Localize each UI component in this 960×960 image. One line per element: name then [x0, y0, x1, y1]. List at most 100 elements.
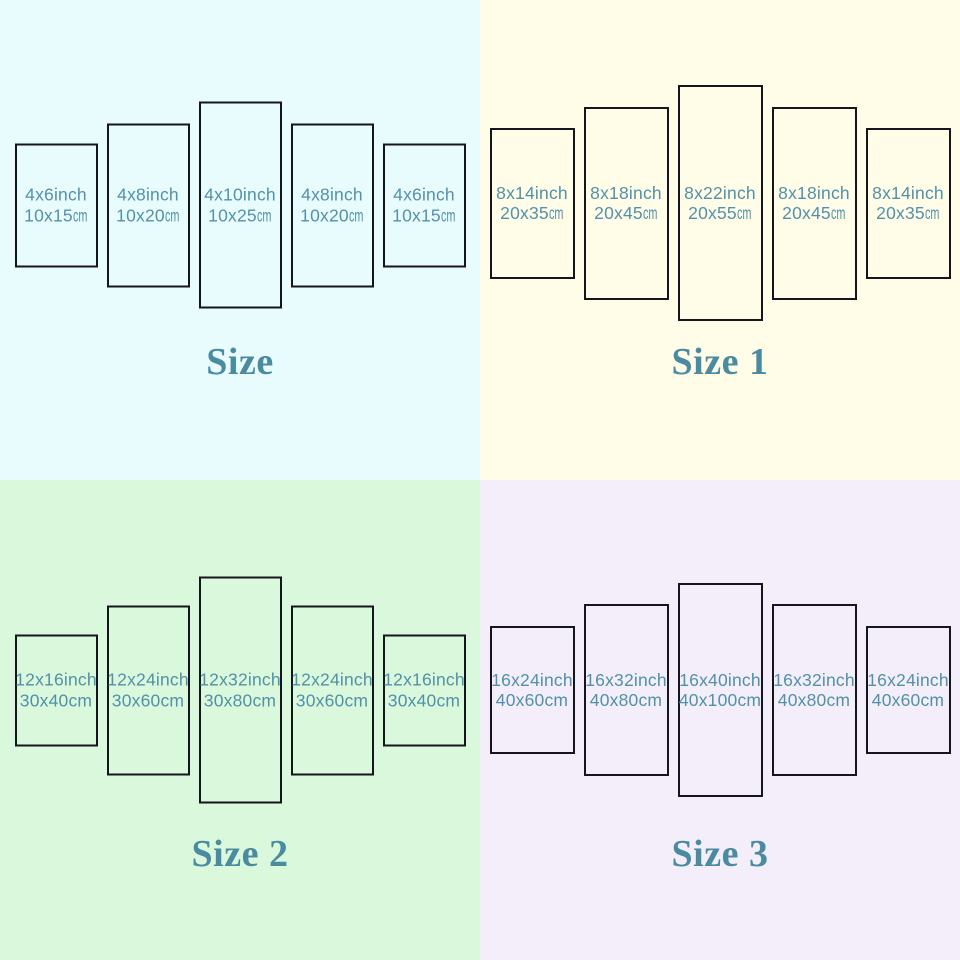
panel-size-cm: 30x80cm: [203, 690, 277, 710]
panel-size-cm: 40x60cm: [495, 690, 569, 710]
panel-size-inch: 4x10inch: [204, 184, 276, 205]
panel-size-inch: 16x24inch: [491, 669, 573, 690]
panel-size-inch: 16x40inch: [679, 669, 761, 690]
panel-size-cm: 10x25cm: [208, 205, 272, 225]
cm-unit: cm: [924, 203, 940, 223]
cm-unit: cm: [642, 203, 658, 223]
panel-size-inch: 16x24inch: [867, 669, 949, 690]
panel-size-inch: 8x18inch: [590, 182, 662, 203]
panel-size-inch: 4x8inch: [117, 184, 179, 205]
panel-size-cm: 30x60cm: [295, 690, 369, 710]
panel-size-inch: 12x16inch: [15, 669, 97, 690]
panel-size-cm: 30x60cm: [111, 690, 185, 710]
panel-size-inch: 8x22inch: [684, 182, 756, 203]
cm-unit: cm: [348, 205, 364, 225]
cm-unit: cm: [164, 205, 180, 225]
panel-size-cm: 40x80cm: [777, 690, 851, 710]
panel-size-inch: 4x8inch: [301, 184, 363, 205]
panel-size-inch: 8x18inch: [778, 182, 850, 203]
cm-unit: cm: [548, 203, 564, 223]
cm-unit: cm: [440, 205, 456, 225]
panel-size-cm: 40x100cm: [678, 690, 762, 710]
panel-size-cm: 20x45cm: [782, 203, 846, 223]
cm-unit: cm: [256, 205, 272, 225]
panel-size-cm: 10x20cm: [116, 205, 180, 225]
panel-size-inch: 16x32inch: [773, 669, 855, 690]
panel-size-cm: 30x40cm: [387, 690, 461, 710]
quadrant-title: Size 2: [191, 833, 289, 875]
panel-size-inch: 12x16inch: [383, 669, 465, 690]
panel-size-inch: 16x32inch: [585, 669, 667, 690]
panel-size-inch: 12x32inch: [199, 669, 281, 690]
quadrant-title: Size 1: [671, 341, 769, 383]
panel-size-cm: 20x45cm: [594, 203, 658, 223]
panel-size-inch: 8x14inch: [496, 182, 568, 203]
panel-size-cm: 40x60cm: [871, 690, 945, 710]
panel-size-inch: 12x24inch: [107, 669, 189, 690]
panel-size-cm: 10x15cm: [392, 205, 456, 225]
panel-size-cm: 10x15cm: [24, 205, 88, 225]
panel-size-cm: 10x20cm: [300, 205, 364, 225]
panel-size-inch: 4x6inch: [393, 184, 455, 205]
cm-unit: cm: [736, 203, 752, 223]
panel-size-cm: 20x55cm: [688, 203, 752, 223]
panel-size-cm: 30x40cm: [19, 690, 93, 710]
panel-size-cm: 40x80cm: [589, 690, 663, 710]
panel-size-cm: 20x35cm: [500, 203, 564, 223]
panel-size-inch: 12x24inch: [291, 669, 373, 690]
quadrant-title: Size 3: [671, 833, 769, 875]
panel-size-inch: 8x14inch: [872, 182, 944, 203]
panel-size-cm: 20x35cm: [876, 203, 940, 223]
cm-unit: cm: [830, 203, 846, 223]
